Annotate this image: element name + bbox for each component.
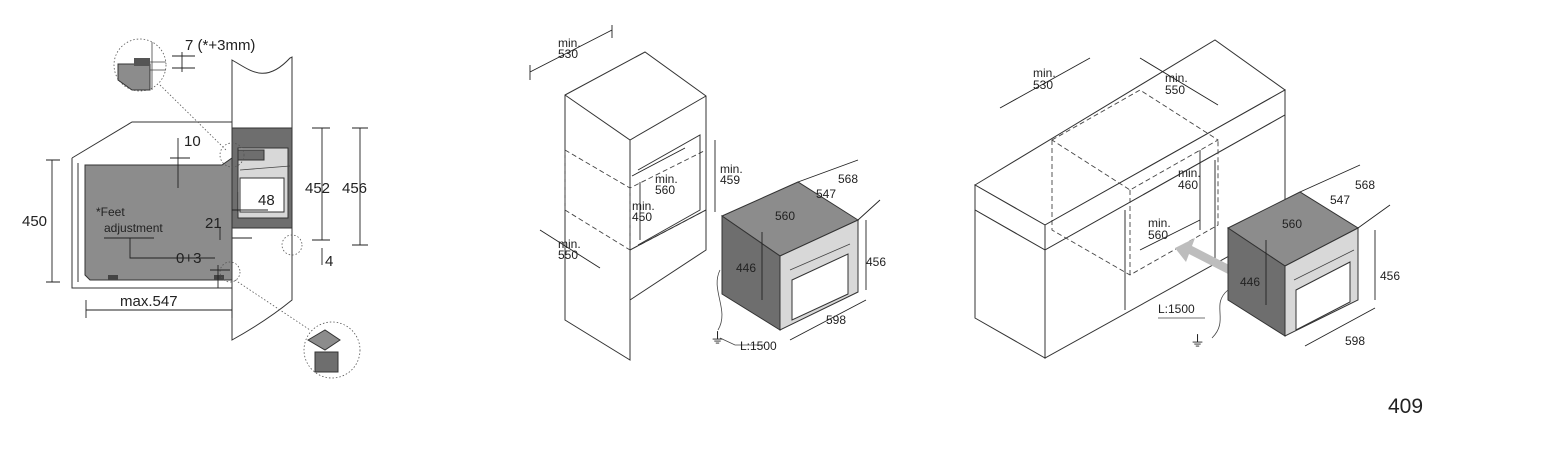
mid-oven-547: 547 xyxy=(816,187,836,201)
feet-note-line1: *Feet xyxy=(96,205,125,219)
mid-plug-icon: ⏚ xyxy=(710,330,725,347)
mid-oven-456: 456 xyxy=(866,255,886,269)
mid-oven-560: 560 xyxy=(775,209,795,223)
mid-bottom-val: 550 xyxy=(558,248,578,262)
dim-4-label: 4 xyxy=(325,253,333,270)
mid-niche-h-val: 450 xyxy=(632,210,652,224)
mid-oven-446: 446 xyxy=(736,261,756,275)
mid-niche-width-val: 560 xyxy=(655,183,675,197)
right-oven-568: 568 xyxy=(1355,178,1375,192)
dim-21-label: 21 xyxy=(205,215,222,232)
middle-diagram-tall-cabinet: min. 530 min. 459 min. 560 min. 450 min.… xyxy=(529,25,886,361)
right-plug-icon: ⏚ xyxy=(1190,333,1205,350)
detail-callout-bottom xyxy=(303,321,361,379)
max-depth-label: max.547 xyxy=(120,293,178,310)
mid-oven-598: 598 xyxy=(826,313,846,327)
right-niche-height-val: 460 xyxy=(1178,178,1198,192)
right-niche-height-min: min. xyxy=(1178,166,1201,180)
left-diagram-side-section: 7 (*+3mm) 10 450 452 456 48 21 *Feet adj… xyxy=(22,37,368,379)
right-top-min: min. xyxy=(1033,66,1056,80)
right-oven-446: 446 xyxy=(1240,275,1260,289)
right-oven-456: 456 xyxy=(1380,269,1400,283)
mid-bottom-min: min. xyxy=(558,237,581,251)
mid-top-val: 530 xyxy=(558,47,578,61)
mid-niche-height-val: 459 xyxy=(720,173,740,187)
right-oven-560: 560 xyxy=(1282,217,1302,231)
right-width-val: 550 xyxy=(1165,83,1185,97)
gap-label: 7 (*+3mm) xyxy=(185,37,255,54)
outer-height-label: 450 xyxy=(22,213,47,230)
right-width-min: min. xyxy=(1165,71,1188,85)
mid-top-min: min. xyxy=(558,36,581,50)
dim-456-label: 456 xyxy=(342,180,367,197)
dim-452-label: 452 xyxy=(305,180,330,197)
right-diagram-under-counter: min. 530 min. 550 min. 460 min. 560 568 … xyxy=(974,39,1400,359)
feet-range-label: 0+3 xyxy=(176,250,201,267)
mid-niche-h-min: min. xyxy=(632,199,655,213)
mid-niche-height-min: min. xyxy=(720,162,743,176)
right-top-val: 530 xyxy=(1033,78,1053,92)
detail-callout-top xyxy=(113,38,167,92)
feet-note-line2: adjustment xyxy=(104,221,163,235)
right-niche-width-val: 560 xyxy=(1148,228,1168,242)
right-cable-label: L:1500 xyxy=(1158,302,1195,316)
mid-niche-width-min: min. xyxy=(655,172,678,186)
insert-arrow xyxy=(1175,238,1235,276)
right-niche-width-min: min. xyxy=(1148,216,1171,230)
right-oven-598: 598 xyxy=(1345,334,1365,348)
page-number: 409 xyxy=(1388,395,1423,418)
mid-oven-568: 568 xyxy=(838,172,858,186)
mid-cable-label: L:1500 xyxy=(740,339,777,353)
dim-48-label: 48 xyxy=(258,192,275,209)
top-gap-label: 10 xyxy=(184,133,201,150)
right-oven-547: 547 xyxy=(1330,193,1350,207)
